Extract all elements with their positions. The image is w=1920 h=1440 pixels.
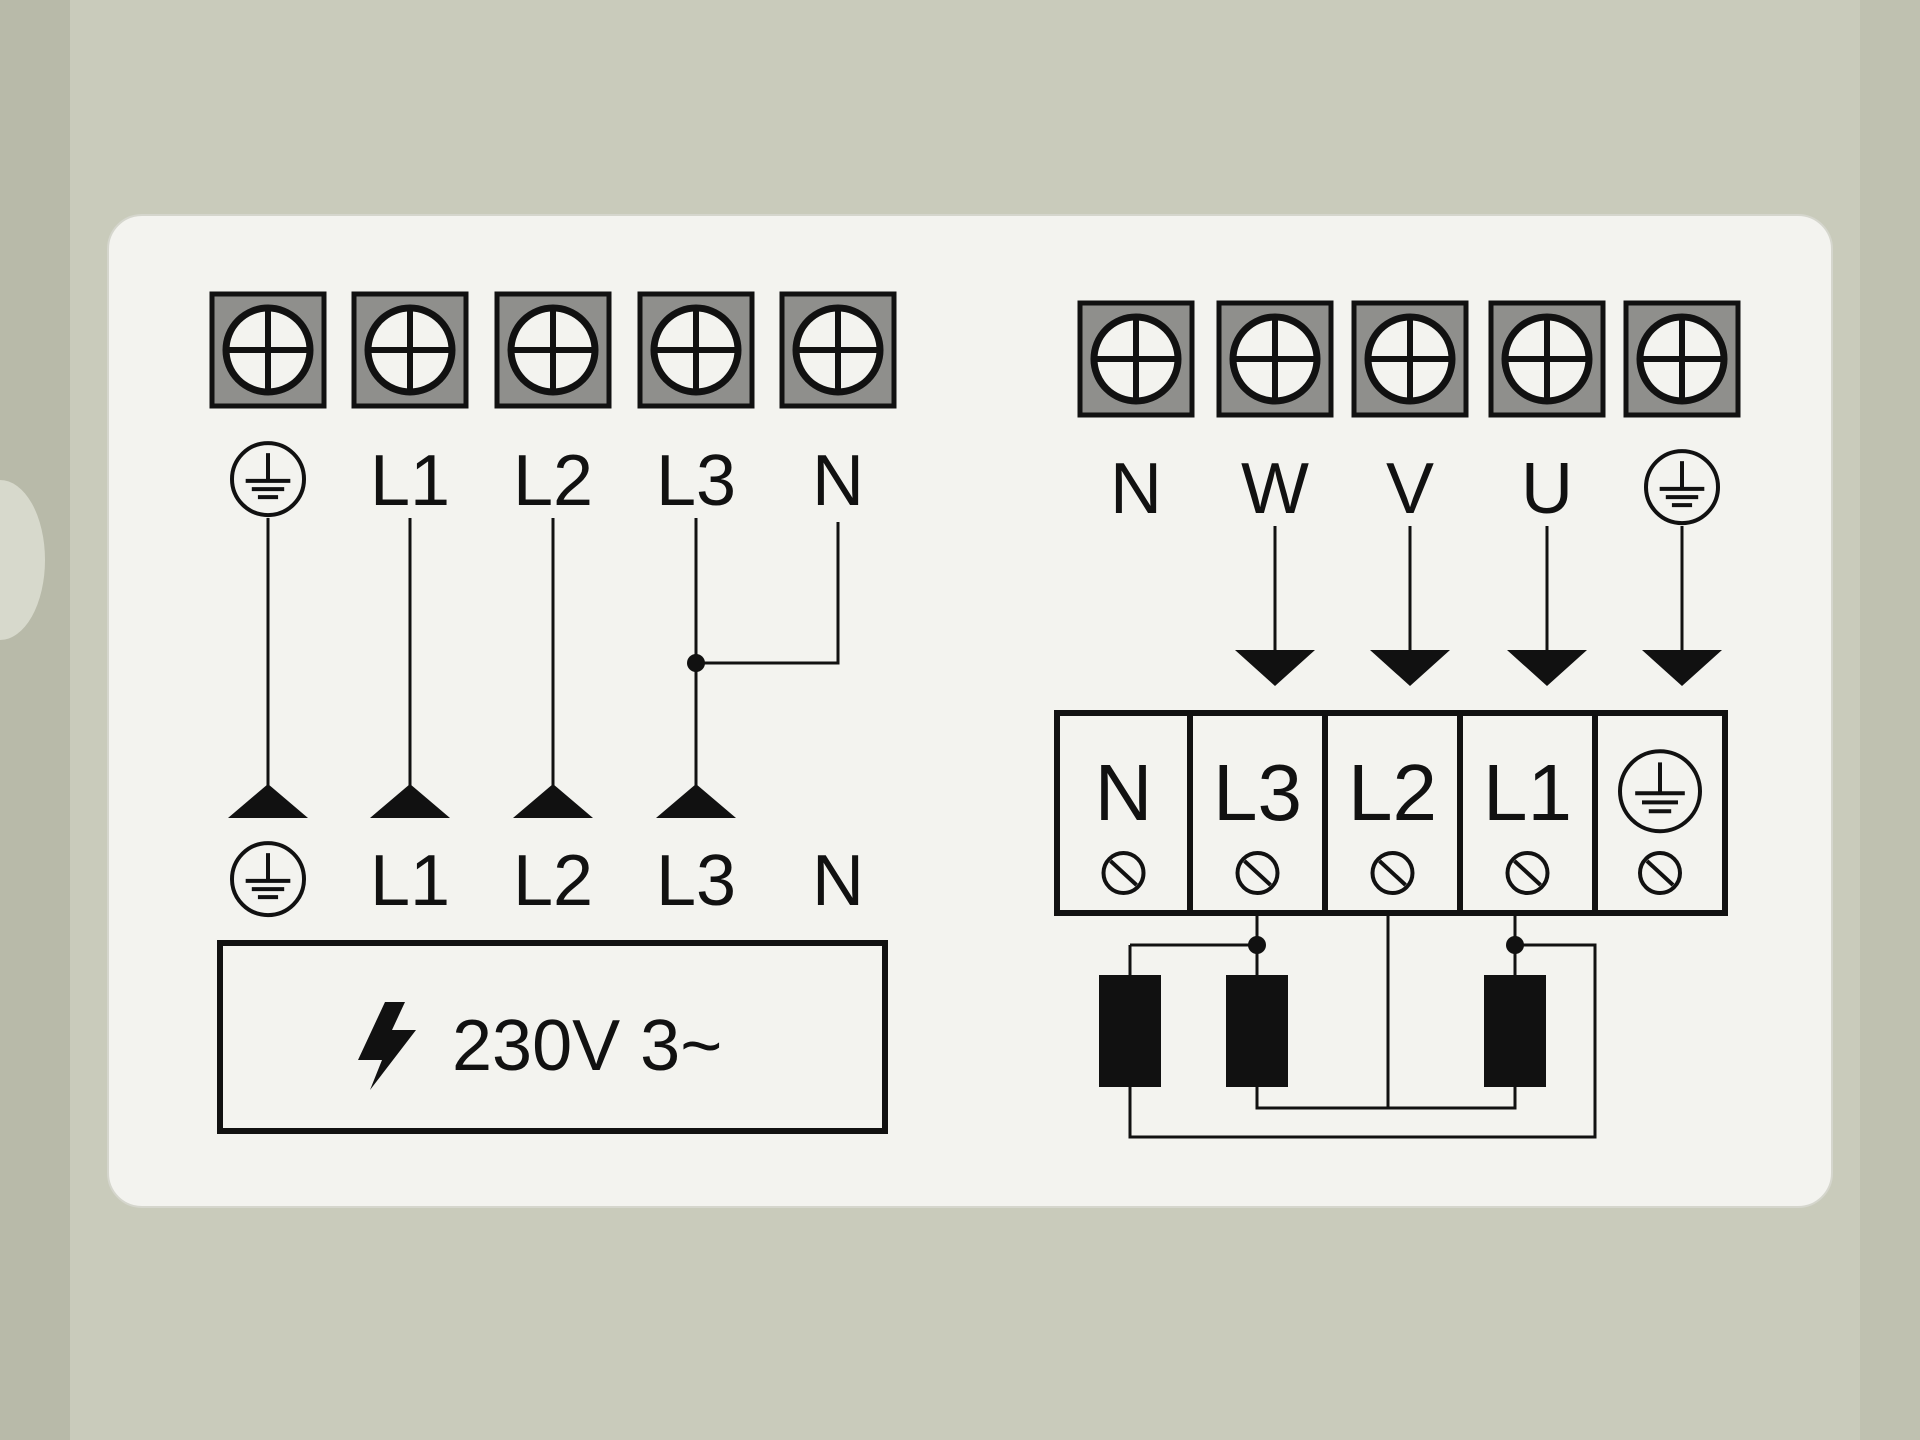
motor-terminal-2 — [1216, 300, 1334, 418]
supply-bottom-label: N — [812, 841, 864, 921]
housing-knob — [0, 480, 45, 640]
star-point-wire — [1255, 1087, 1517, 1110]
l1-return — [1128, 943, 1597, 1139]
motor-block-label: N — [1095, 748, 1153, 837]
lightning-bolt-icon — [358, 1002, 416, 1090]
screw-slot-icon — [1101, 851, 1146, 895]
supply-wires — [228, 518, 840, 818]
motor-terminal-1 — [1077, 300, 1195, 418]
supply-terminal-2 — [351, 291, 469, 409]
supply-terminal-5 — [779, 291, 897, 409]
motor-feed-arrow — [1642, 650, 1722, 686]
motor-terminal-4 — [1488, 300, 1606, 418]
supply-terminal-3 — [494, 291, 612, 409]
motor-top-label: U — [1521, 449, 1573, 529]
motor-top-label: N — [1110, 449, 1162, 529]
motor-block-cells: N L3 L2 L1 — [1095, 713, 1702, 913]
motor-feed-arrow — [1235, 650, 1315, 686]
supply-top-label: L2 — [513, 441, 593, 521]
supply-feed-arrow — [513, 784, 593, 818]
housing-shade — [0, 0, 70, 1440]
screw-slot-icon — [1505, 851, 1550, 895]
ground-symbol-icon — [230, 841, 306, 918]
motor-terminal-strip — [1077, 300, 1741, 418]
supply-terminal-1 — [209, 291, 327, 409]
ground-symbol-icon — [230, 441, 306, 518]
heating-element-circuit — [1099, 913, 1597, 1139]
voltage-box — [217, 940, 888, 1134]
supply-feed-arrow — [370, 784, 450, 818]
motor-feed-arrows — [1235, 526, 1722, 686]
voltage-label: 230V 3~ — [452, 1006, 722, 1086]
supply-terminal-4 — [637, 291, 755, 409]
supply-bottom-labels: L1 L2 L3 N — [230, 841, 864, 921]
resistor-icon — [1484, 975, 1546, 1087]
supply-top-label: N — [812, 441, 864, 521]
screw-slot-icon — [1235, 851, 1280, 895]
screw-slot-icon — [1638, 851, 1682, 895]
ground-symbol-icon — [1644, 449, 1720, 526]
supply-bottom-label: L2 — [513, 841, 593, 921]
motor-block-label: L3 — [1213, 748, 1302, 837]
junction-dot — [687, 654, 705, 672]
supply-feed-arrow — [228, 784, 308, 818]
neutral-bridge-wire — [696, 522, 840, 665]
resistor-icon — [1226, 975, 1288, 1087]
motor-terminal-3 — [1351, 300, 1469, 418]
supply-bottom-label: L1 — [370, 841, 450, 921]
junction-dot — [1506, 936, 1524, 954]
supply-bottom-label: L3 — [656, 841, 736, 921]
motor-top-label: V — [1386, 449, 1434, 529]
supply-top-labels: L1 L2 L3 N — [230, 441, 864, 521]
resistor-icon — [1099, 975, 1161, 1087]
supply-terminal-strip — [209, 291, 897, 409]
motor-terminal-block — [1054, 710, 1728, 916]
screw-slot-icon — [1370, 851, 1415, 895]
motor-top-label: W — [1241, 449, 1309, 529]
wiring-label-sticker — [107, 214, 1833, 1208]
junction-dot — [1248, 936, 1266, 954]
housing-shade-right — [1860, 0, 1920, 1440]
supply-top-label: L1 — [370, 441, 450, 521]
motor-terminal-5 — [1623, 300, 1741, 418]
ground-symbol-icon — [1618, 749, 1702, 834]
motor-feed-arrow — [1507, 650, 1587, 686]
motor-block-label: L2 — [1348, 748, 1437, 837]
supply-feed-arrow — [656, 784, 736, 818]
supply-top-label: L3 — [656, 441, 736, 521]
motor-block-label: L1 — [1483, 748, 1572, 837]
motor-feed-arrow — [1370, 650, 1450, 686]
